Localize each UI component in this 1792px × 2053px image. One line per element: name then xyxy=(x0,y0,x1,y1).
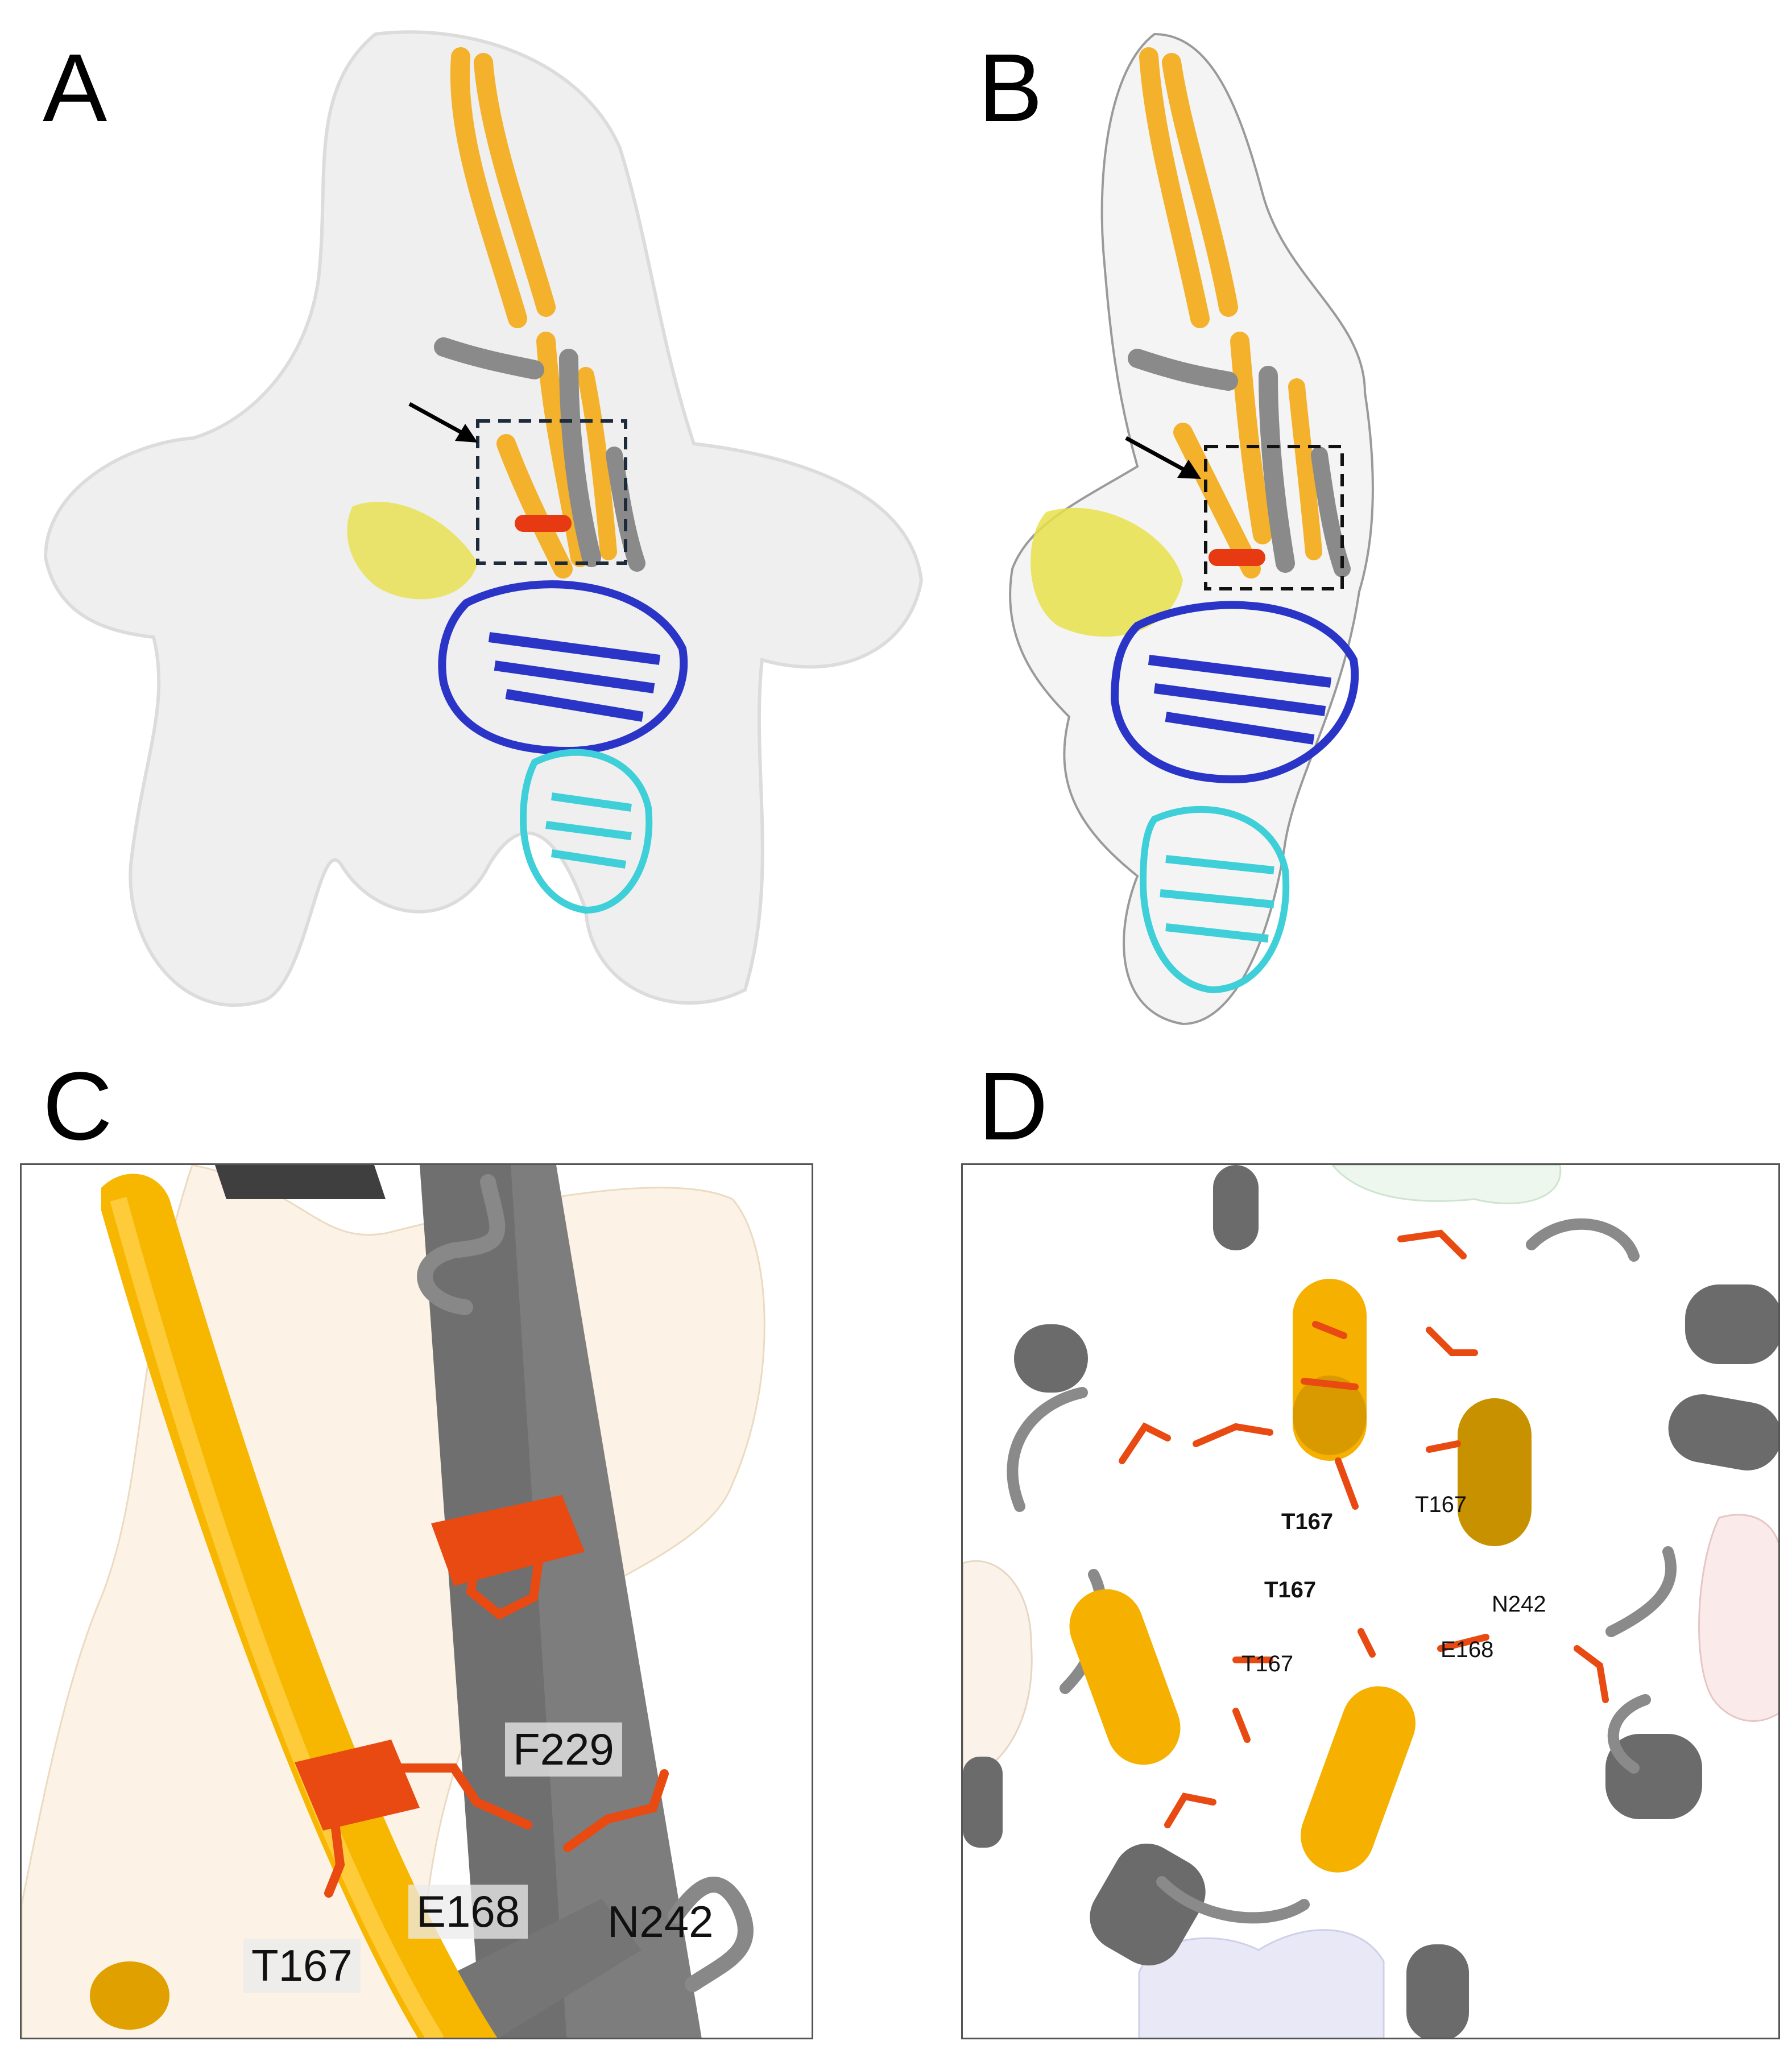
arrow-icon xyxy=(1125,436,1201,479)
surface-pink xyxy=(1698,1514,1778,1722)
gray-helices xyxy=(963,1165,1778,2038)
domain-blue-b-sheets xyxy=(1148,655,1332,745)
domain-blue-b xyxy=(1110,601,1359,784)
panel-c-structure xyxy=(22,1165,765,2038)
gray-helix-front xyxy=(420,1165,567,2038)
panel-d-frame: T167 T167 T167 N242 E168 T167 xyxy=(961,1163,1780,2039)
trimer-surface xyxy=(43,30,924,1007)
label-t167: T167 xyxy=(243,1939,361,1993)
label-f229: F229 xyxy=(505,1722,622,1777)
red-residues xyxy=(1119,1229,1609,1828)
panel-c-frame: F229 E168 N242 T167 xyxy=(20,1163,813,2039)
gray-helix-lower xyxy=(454,1899,642,2038)
label-e168: E168 xyxy=(408,1885,528,1939)
domain-cyan-b xyxy=(1139,805,1290,994)
domain-cyan-sheets xyxy=(545,792,632,869)
orange-helix xyxy=(101,1174,498,2038)
label-n242: N242 xyxy=(607,1897,714,1947)
sidechain-t167 xyxy=(324,1815,345,1898)
sidechain-e168 xyxy=(392,1763,532,1829)
surface-green xyxy=(1331,1165,1562,1204)
label-e168: E168 xyxy=(1441,1637,1494,1662)
panel-label-a: A xyxy=(43,34,107,142)
surface-peach-d xyxy=(963,1560,1033,1781)
label-n242: N242 xyxy=(1492,1592,1546,1617)
panel-b-structure xyxy=(1009,32,1374,1026)
gray-loop xyxy=(417,1174,754,1992)
helix-bundle xyxy=(434,47,645,579)
arrow-icon xyxy=(408,402,478,443)
label-t167-top-bold: T167 xyxy=(1281,1509,1334,1534)
protomer-surface xyxy=(1009,32,1374,1026)
orange-helices xyxy=(1069,1279,1532,1873)
zoom-box xyxy=(476,419,627,565)
domain-cyan xyxy=(519,749,653,914)
helix-bundle-b xyxy=(1128,47,1351,579)
domain-cyan-b-sheets xyxy=(1160,855,1274,943)
domain-yellow xyxy=(347,502,478,600)
panel-d-structure xyxy=(963,1165,1778,2038)
label-t167-mid-bold: T167 xyxy=(1264,1577,1317,1602)
domain-blue xyxy=(438,580,688,755)
domain-blue-sheets xyxy=(488,632,661,722)
label-t167-left: T167 xyxy=(1241,1651,1294,1676)
e168-band xyxy=(295,1740,420,1831)
panel-label-c: C xyxy=(43,1052,113,1160)
panel-a-structure xyxy=(43,30,924,1007)
sidechain-n242 xyxy=(563,1769,669,1852)
zoom-box-b xyxy=(1204,445,1344,590)
domain-yellow-b xyxy=(1030,507,1183,637)
orange-helix-end xyxy=(90,1961,169,2030)
f229-ring xyxy=(466,1529,544,1620)
panel-label-b: B xyxy=(978,34,1043,142)
panel-label-d: D xyxy=(978,1052,1048,1160)
gray-helix-back xyxy=(215,1165,386,1199)
orange-helix-highlight xyxy=(110,1196,444,2038)
label-t167-top-right: T167 xyxy=(1415,1492,1467,1517)
